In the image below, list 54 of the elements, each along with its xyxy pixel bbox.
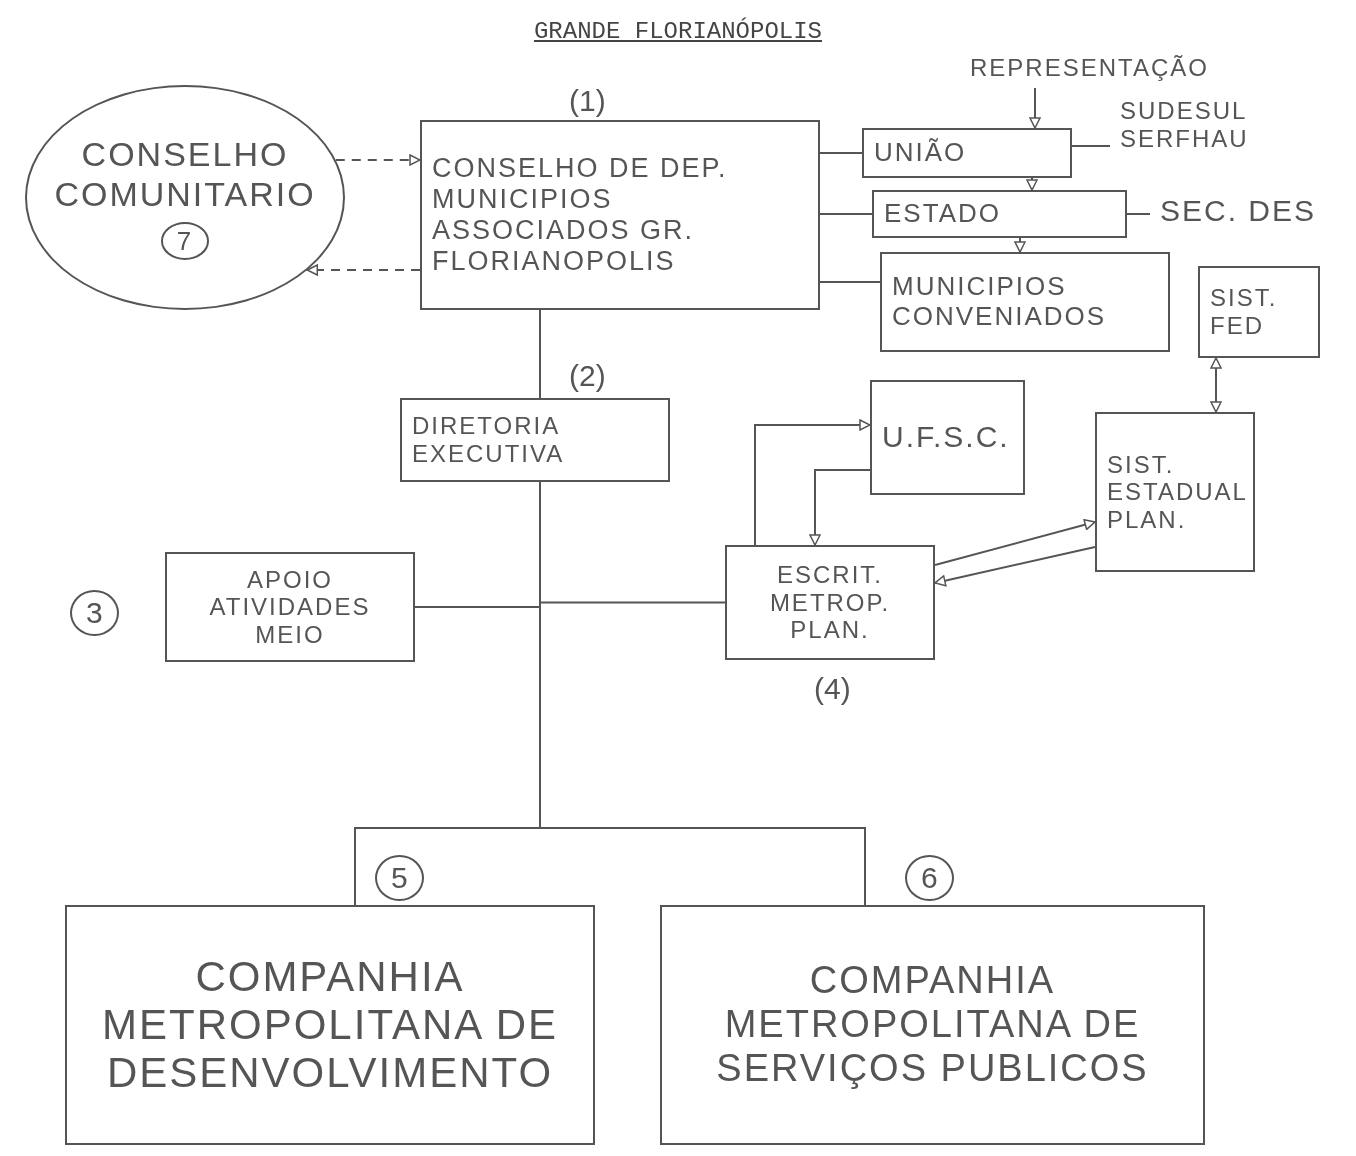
arrow: [934, 546, 1096, 587]
circled-number: 3: [70, 590, 119, 636]
org-box: [65, 905, 595, 1145]
node-text: ESTADO: [884, 199, 1001, 229]
connector-line: [1126, 213, 1151, 215]
org-box: [872, 190, 1127, 238]
connector-line: [539, 481, 866, 906]
arrow: [754, 419, 871, 546]
org-box: [420, 120, 820, 310]
org-box: [660, 905, 1205, 1145]
org-box: [862, 128, 1072, 178]
connector-line: [819, 213, 873, 215]
circled-number: 5: [375, 855, 424, 901]
connector-line: [819, 281, 881, 283]
node-text: COMPANHIA METROPOLITANA DE SERVIÇOS PUBLICOS: [715, 959, 1150, 1091]
connector-line: [1071, 145, 1111, 147]
diagram-title: GRANDE FLORIANÓPOLIS: [533, 18, 822, 45]
arrow: [1210, 357, 1222, 413]
arrow: [809, 469, 871, 546]
arrow: [934, 519, 1096, 566]
node-text: COMPANHIA METROPOLITANA DE DESENVOLVIMENTO: [101, 952, 559, 1098]
node-text: ESCRIT. METROP. PLAN.: [768, 561, 892, 644]
dashed-arrow: [334, 154, 421, 166]
node-text: DIRETORIA EXECUTIVA: [412, 412, 566, 468]
node-text: CONSELHO COMUNITARIO: [53, 135, 317, 214]
circled-number: 6: [905, 855, 954, 901]
connector-line: [819, 152, 863, 154]
number-label: (4): [813, 671, 852, 707]
org-box: [870, 380, 1025, 495]
number-label: (2): [568, 358, 607, 394]
dashed-arrow: [306, 264, 421, 276]
node-text: SUDESUL SERFHAU: [1120, 97, 1250, 153]
connector-line: [539, 309, 541, 399]
council-ellipse: [25, 85, 345, 310]
node-text: REPRESENTAÇÃO: [970, 54, 1209, 82]
org-box: [400, 398, 670, 482]
node-text: U.F.S.C.: [882, 420, 1010, 455]
node-text: MUNICIPIOS CONVENIADOS: [892, 272, 1108, 332]
org-box: [880, 252, 1170, 352]
node-text: UNIÃO: [874, 138, 967, 168]
node-text: SIST. FED: [1210, 284, 1279, 340]
node-text: APOIO ATIVIDADES MEIO: [208, 565, 372, 649]
node-text: SEC. DES: [1160, 193, 1317, 229]
org-box: [1095, 412, 1255, 572]
circled-number: 7: [160, 221, 210, 260]
arrow: [1014, 237, 1026, 253]
org-box: [1198, 266, 1320, 358]
number-label: (1): [568, 83, 607, 119]
org-box: [165, 552, 415, 662]
arrow: [1029, 87, 1041, 129]
node-text: SIST. ESTADUAL PLAN.: [1107, 450, 1243, 534]
node-text: CONSELHO DE DEP. MUNICIPIOS ASSOCIADOS GR. FLORIANOPOLIS: [432, 152, 729, 278]
arrow: [1026, 177, 1038, 191]
org-box: [725, 545, 935, 660]
